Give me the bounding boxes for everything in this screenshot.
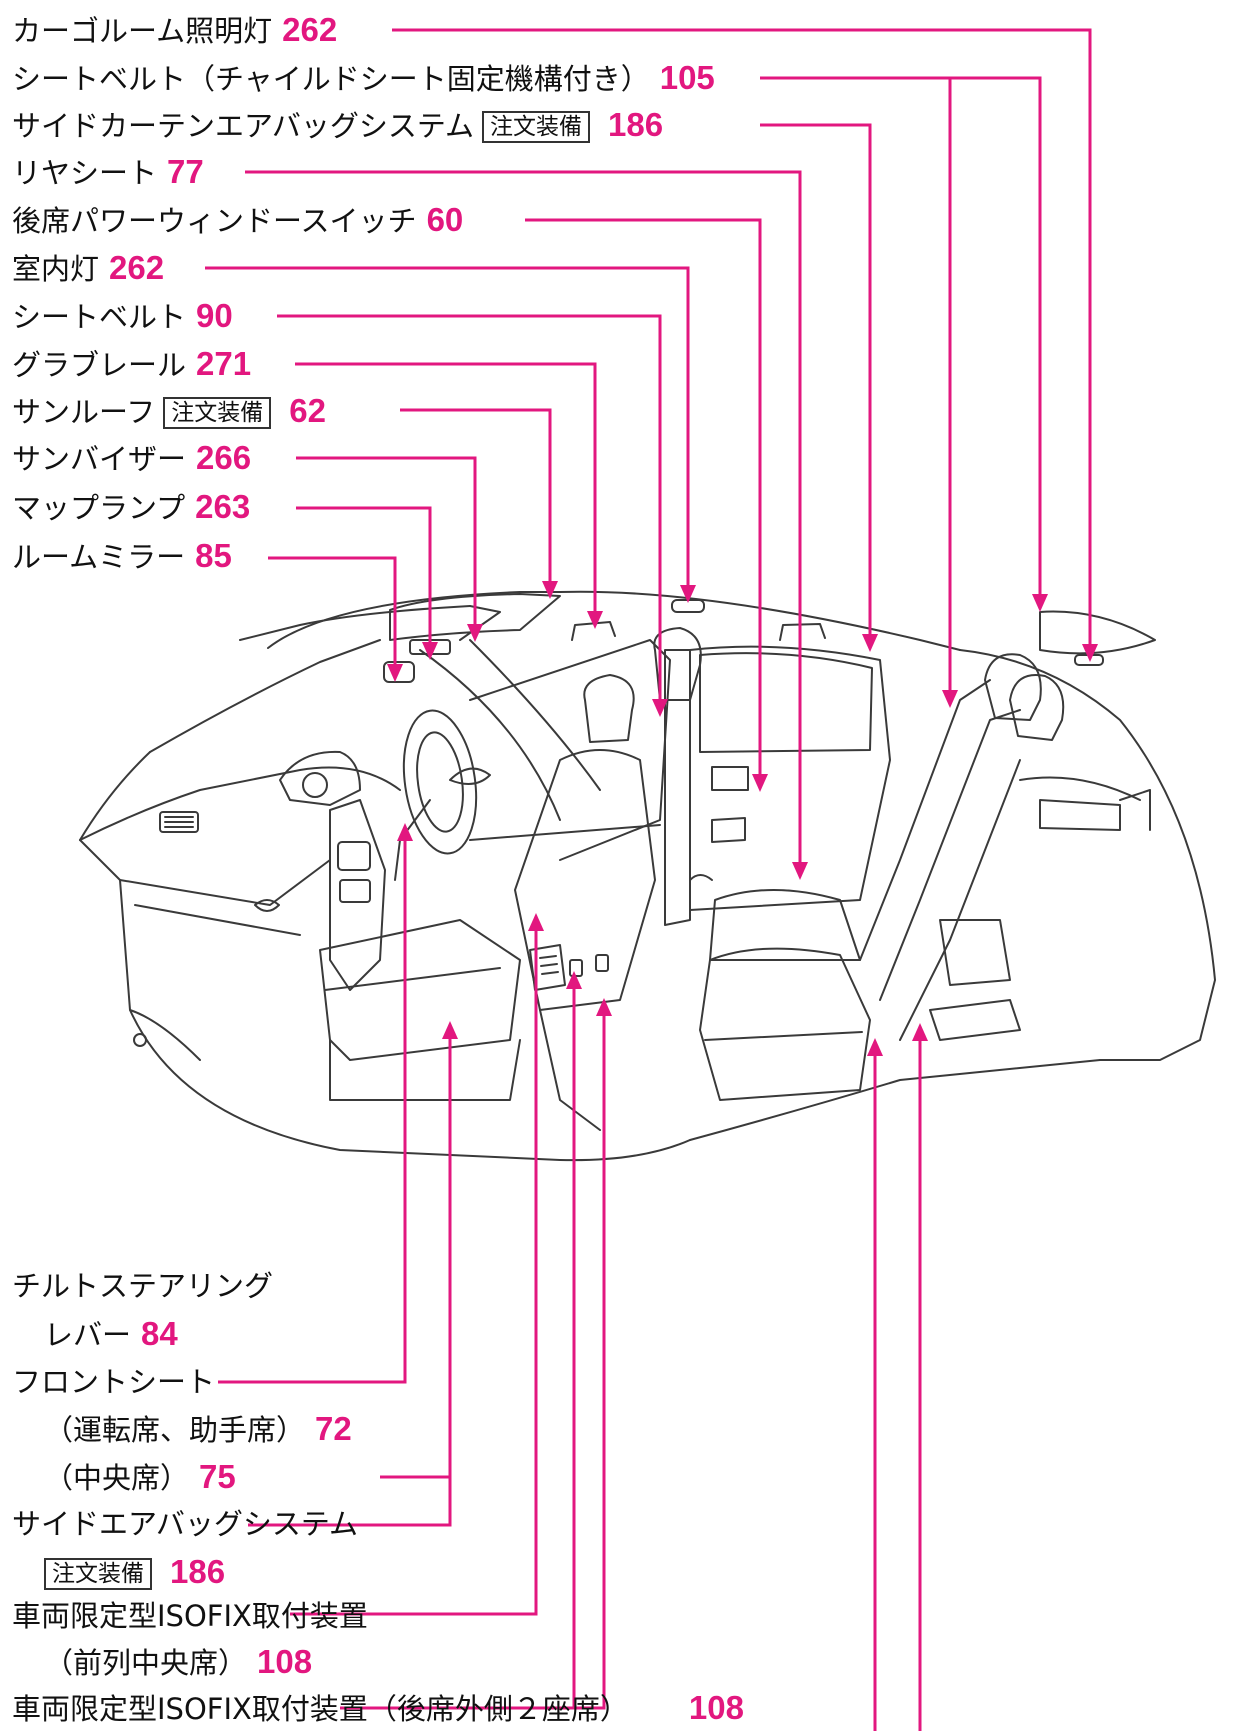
option-badge: 注文装備 (44, 1558, 152, 1590)
callout-isofix-rear: 車両限定型ISOFIX取付装置（後席外側２座席）108 (12, 1689, 744, 1726)
callout-front-seat-center: （中央席）75 (44, 1458, 236, 1495)
option-badge: 注文装備 (163, 397, 272, 429)
page-number: 108 (257, 1643, 313, 1680)
page-number: 262 (109, 249, 165, 286)
page-number: 266 (196, 439, 252, 476)
callout-side-airbag: 注文装備 186 (44, 1553, 225, 1592)
callout-isofix-front-title: 車両限定型ISOFIX取付装置 (12, 1599, 368, 1633)
page-number: 105 (659, 59, 715, 96)
page-number: 60 (426, 201, 464, 238)
leader-lines-bottom (218, 840, 922, 1731)
page-number: 108 (688, 1689, 744, 1726)
option-badge: 注文装備 (481, 111, 590, 143)
page-number: 186 (607, 106, 664, 143)
leader-arrows-top (387, 581, 1098, 880)
callout-side-airbag-title: サイドエアバッグシステム (12, 1507, 358, 1541)
page-number: 271 (196, 345, 252, 382)
callout-front-seat-title: フロントシート (12, 1365, 216, 1399)
callout-isofix-front-center: （前列中央席）108 (44, 1643, 313, 1680)
callout-front-seat-driver: （運転席、助手席）72 (44, 1410, 352, 1447)
page-number: 77 (167, 153, 204, 190)
callout-tilt-steering-title: チルトステアリング (12, 1269, 274, 1303)
leader-lines-top (205, 28, 1092, 862)
page-number: 62 (289, 392, 326, 429)
page-number: 85 (195, 537, 232, 574)
callout-seatbelt-child-seat: シートベルト（チャイルドシート固定機構付き）105 (12, 59, 715, 96)
page-number: 84 (141, 1315, 178, 1352)
car-illustration (79, 590, 1216, 1162)
leader-arrows-bottom (397, 823, 928, 1056)
page-number: 72 (315, 1410, 352, 1447)
page-number: 186 (170, 1553, 226, 1590)
page-number: 263 (195, 488, 251, 525)
page-number: 262 (282, 11, 338, 48)
page-number: 75 (199, 1458, 236, 1495)
page-number: 90 (196, 297, 233, 334)
